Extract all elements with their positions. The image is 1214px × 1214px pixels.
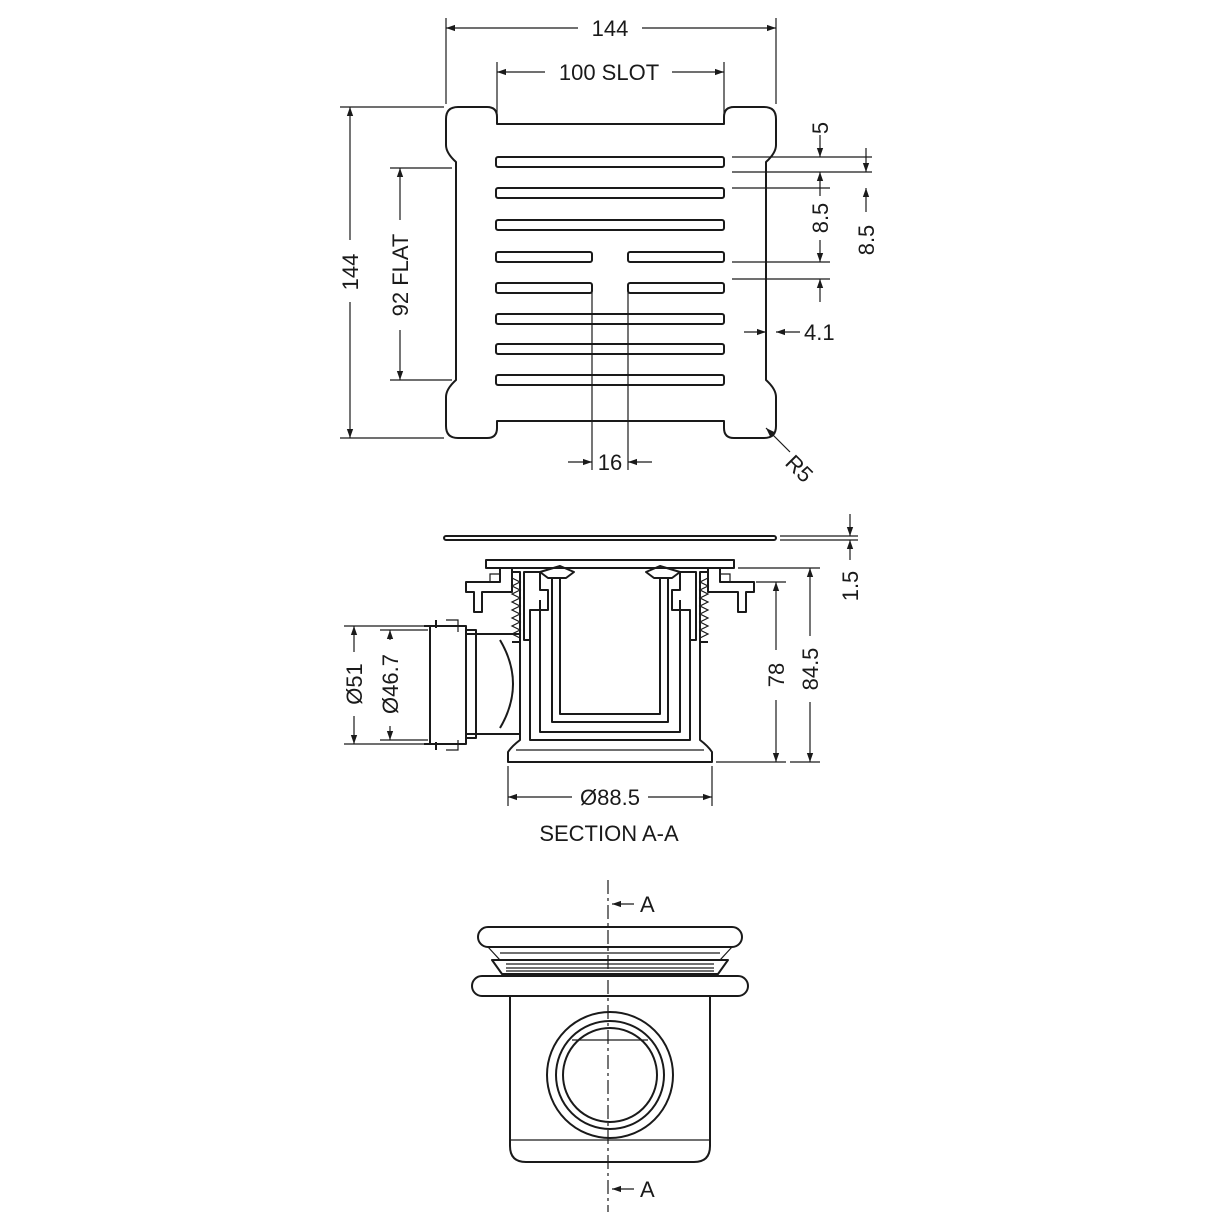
dim-label: 78: [764, 663, 789, 687]
dim-outlet-outer: Ø51: [342, 625, 424, 745]
outlet: [424, 619, 520, 751]
dim-overall-height: 144: [338, 106, 444, 439]
dim-label: Ø88.5: [580, 785, 640, 810]
thread-left: [510, 571, 549, 643]
outlet-circles: [546, 1011, 674, 1139]
dim-flat: 92 FLAT: [388, 167, 452, 381]
dim-label: 144: [338, 254, 363, 291]
slot: [627, 251, 725, 263]
dim-label: 84.5: [798, 648, 823, 691]
dim-slot-pitch-b: 8.5: [854, 148, 879, 255]
grate-cap: [477, 926, 743, 948]
dim-cover-thickness: 1.5: [780, 514, 863, 601]
slot: [627, 282, 725, 294]
section-marker-label: A: [640, 892, 655, 917]
dim-slot-pitch-a: 8.5: [732, 187, 833, 302]
dim-body-height: 78: [716, 581, 789, 763]
dim-label: 4.1: [804, 320, 835, 345]
elevation-view: A A: [471, 880, 749, 1212]
slot: [495, 187, 725, 199]
top-flange: [485, 559, 735, 569]
section-marker-bottom: A: [612, 1177, 655, 1202]
dim-label: 8.5: [854, 225, 879, 256]
dim-label: 8.5: [808, 203, 833, 234]
slot: [495, 343, 725, 355]
dim-slot-length: 100 SLOT: [496, 60, 725, 122]
dim-gap: 16: [568, 292, 652, 475]
dim-slot-width: 5: [732, 122, 872, 196]
plan-view: 144 100 SLOT 144 92 FLAT: [338, 16, 879, 487]
slot: [495, 313, 725, 325]
lower-flange: [471, 975, 749, 997]
inner-cup: [551, 578, 669, 723]
thread-right: [671, 571, 710, 643]
grate-outline: [445, 106, 777, 439]
dim-body-diameter: Ø88.5: [507, 766, 713, 810]
dim-label: R5: [780, 450, 818, 488]
dim-overall-width: 144: [445, 16, 777, 104]
cover-plate: [443, 535, 777, 541]
slot: [495, 374, 725, 386]
thread-rings: [491, 959, 729, 975]
dim-label: Ø46.7: [378, 654, 403, 714]
dim-label: Ø51: [342, 663, 367, 705]
dim-label: 92 FLAT: [388, 234, 413, 317]
dim-total-height: 84.5: [738, 567, 823, 763]
section-marker-top: A: [612, 892, 655, 917]
trap-body-elevation: [509, 996, 711, 1163]
slot: [495, 282, 593, 294]
section-marker-label: A: [640, 1177, 655, 1202]
dim-label: 144: [592, 16, 629, 41]
slot: [495, 156, 725, 168]
flange-fitting-left: [465, 567, 513, 613]
inner-bowl: [529, 640, 691, 741]
section-view: 1.5 78 84.5 Ø51: [342, 514, 863, 846]
dim-label: 1.5: [838, 571, 863, 602]
dim-label: 5: [808, 122, 833, 134]
trap-body: [507, 642, 713, 763]
dim-label: 16: [598, 450, 622, 475]
slot: [495, 219, 725, 231]
slot: [495, 251, 593, 263]
dim-label: 100 SLOT: [559, 60, 659, 85]
dim-outlet-inner: Ø46.7: [378, 629, 428, 741]
section-caption: SECTION A-A: [539, 821, 679, 846]
grate-slots: [495, 156, 725, 386]
dim-radius: R5: [765, 427, 818, 488]
dim-edge: 4.1: [744, 320, 835, 345]
flange-fitting-right: [707, 567, 755, 613]
